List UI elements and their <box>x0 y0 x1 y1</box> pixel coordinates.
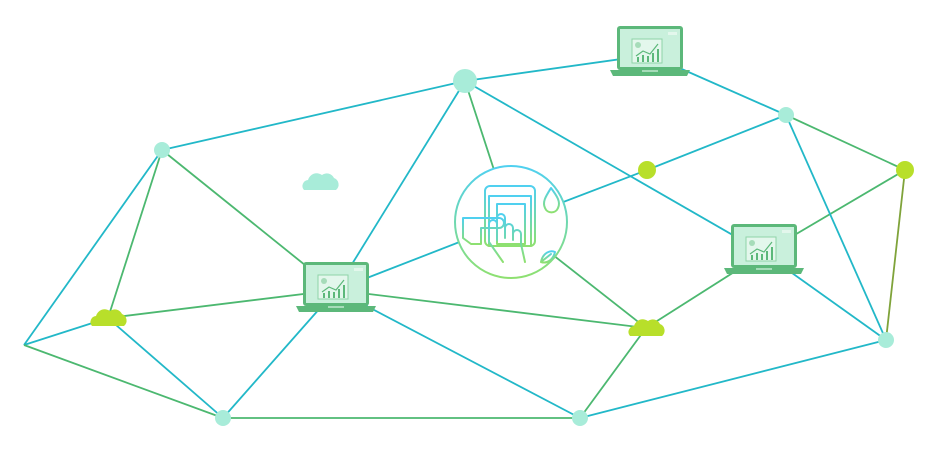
network-node-icon <box>572 410 588 426</box>
network-node-icon <box>778 107 794 123</box>
network-node-icon <box>896 161 914 179</box>
link-f-j <box>579 327 647 419</box>
cloud-icon <box>628 319 665 336</box>
link-a-n <box>464 80 765 254</box>
laptop-chart-icon <box>295 261 377 313</box>
network-node-icon <box>453 69 477 93</box>
mobile-touch-hub-icon <box>454 165 568 279</box>
network-node-icon <box>878 332 894 348</box>
cloud-icon <box>90 309 127 326</box>
link-cc-e <box>785 114 887 341</box>
link-m-i <box>107 289 337 319</box>
link-a-m <box>335 80 466 291</box>
link-j-m <box>335 289 647 329</box>
link-cc-d <box>785 114 906 171</box>
cloud-icon <box>302 173 339 190</box>
network-node-icon <box>154 142 170 158</box>
link-e-f <box>579 339 887 419</box>
link-f-m <box>335 289 581 419</box>
laptop-chart-icon <box>723 223 805 275</box>
network-node-icon <box>215 410 231 426</box>
link-h-g <box>23 344 224 419</box>
network-node-icon <box>638 161 656 179</box>
link-b-h <box>23 149 163 346</box>
link-b-i <box>107 149 163 319</box>
laptop-chart-icon <box>609 25 691 77</box>
link-d-e <box>885 169 906 341</box>
network-nodes <box>90 25 914 426</box>
link-a-b <box>161 80 466 151</box>
link-k-cc <box>646 114 787 171</box>
link-i-g <box>107 317 224 419</box>
